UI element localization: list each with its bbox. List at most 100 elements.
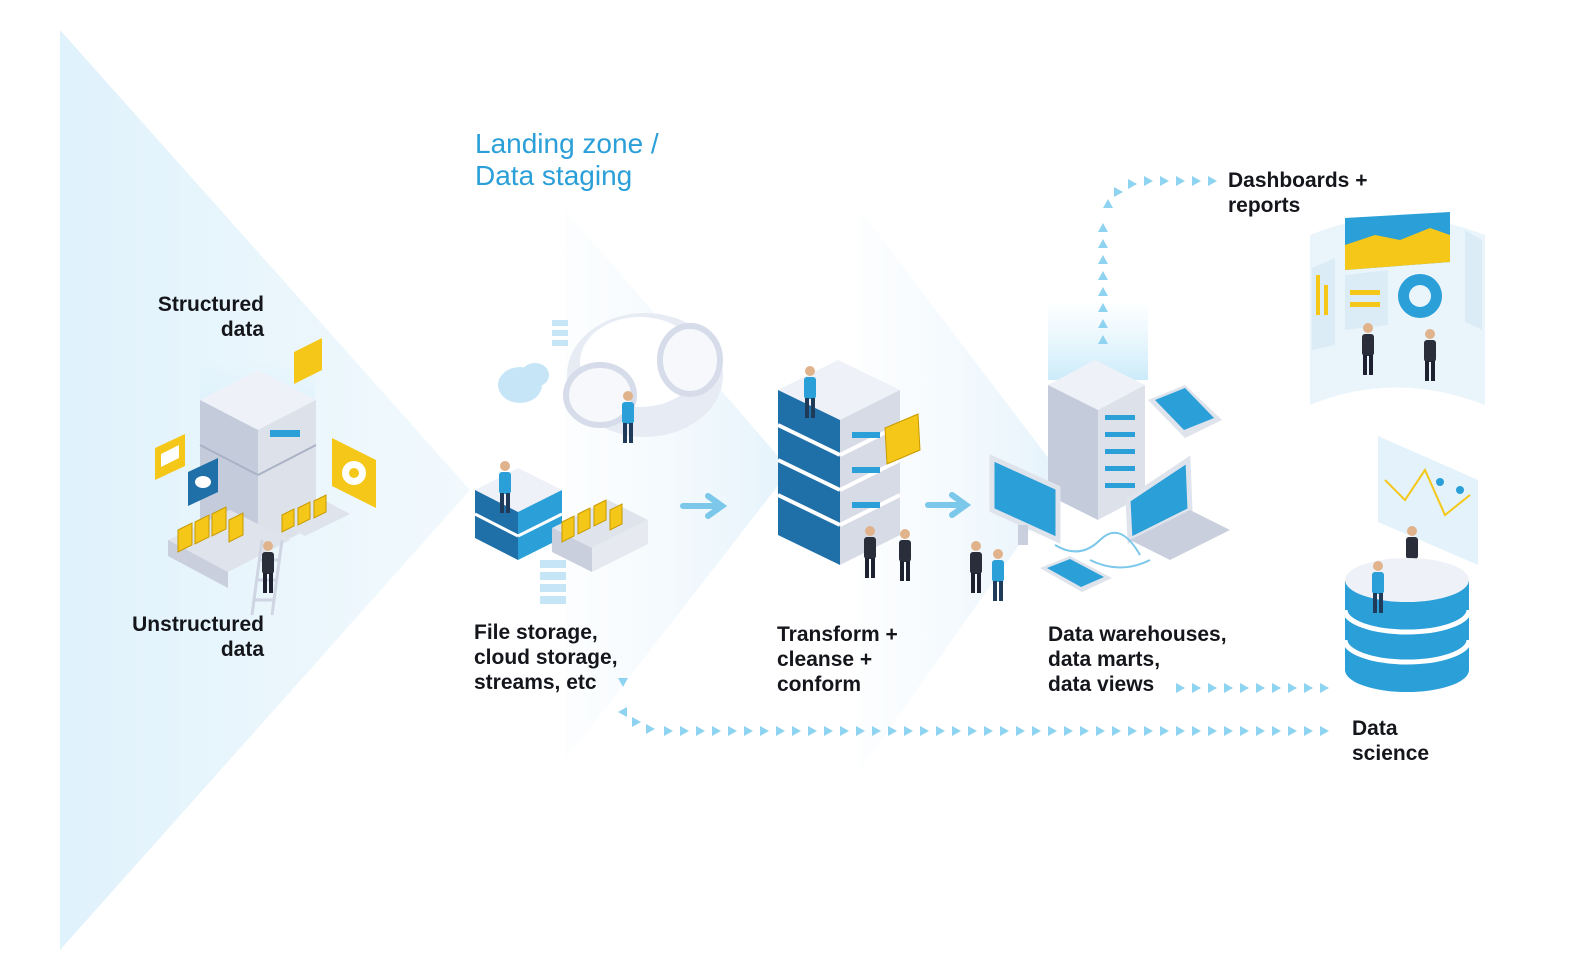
flow-arrow-dot (1208, 726, 1217, 736)
flow-arrow-dot (1016, 726, 1025, 736)
folder-icon (884, 413, 921, 465)
stream-stack-icon (540, 320, 568, 604)
flow-arrow-dot (856, 726, 865, 736)
flow-arrow-dot (1098, 255, 1108, 264)
flow-arrow-dot (1256, 726, 1265, 736)
heading-line-1: Landing zone / (475, 128, 659, 159)
transform-funnel (860, 210, 1065, 770)
warehouse-line-3: data views (1048, 673, 1155, 696)
heading-line-2: Data staging (475, 160, 633, 191)
folder-tray-icon (552, 499, 648, 572)
flow-arrow-dot (1160, 726, 1169, 736)
flow-arrow-dot (1272, 683, 1281, 693)
dashboards-line-1: Dashboards + (1228, 169, 1368, 192)
flow-arrow-dot (936, 726, 945, 736)
flow-arrow-dot (1240, 683, 1249, 693)
flow-arrow-dot (1098, 239, 1108, 248)
file-storage-label: File storage, cloud storage, streams, et… (474, 620, 618, 695)
staging-heading: Landing zone / Data staging (475, 128, 659, 192)
flow-arrow-dot (618, 678, 628, 687)
flow-arrow-dot (664, 726, 673, 736)
flow-arrow-dot (872, 726, 881, 736)
flow-arrow-dot (1176, 726, 1185, 736)
flow-arrow-dot (1098, 223, 1108, 232)
gear-icon (332, 438, 376, 508)
flow-arrow-dot (1098, 319, 1108, 328)
flow-arrow-dot (952, 726, 961, 736)
flow-arrow-dot (728, 726, 737, 736)
warehouse-label: Data warehouses, data marts, data views (1048, 622, 1227, 697)
flow-arrow-dot (1103, 199, 1113, 208)
flow-arrow-dot (632, 717, 641, 727)
flow-arrow-dot (1240, 726, 1249, 736)
monitor-icon (989, 454, 1061, 545)
flow-arrow-dot (760, 726, 769, 736)
transform-server-icon (777, 360, 901, 565)
flow-arrow-dot (696, 726, 705, 736)
flow-arrow-dot (1176, 176, 1185, 186)
flow-arrow-dot (1272, 726, 1281, 736)
flow-arrow-dot (1224, 683, 1233, 693)
flow-arrow-dot (1288, 683, 1297, 693)
flow-arrow-dot (1256, 683, 1265, 693)
transform-line-2: cleanse + (777, 648, 873, 671)
transform-line-1: Transform + (777, 623, 898, 646)
flow-arrow-dot (1304, 726, 1313, 736)
structured-line-1: Structured (157, 293, 264, 316)
flow-arrow-dot (968, 726, 977, 736)
flow-arrow-dot (1320, 683, 1329, 693)
flow-arrow-dot (1098, 271, 1108, 280)
transform-line-3: conform (777, 673, 861, 696)
flow-arrow-dot (1098, 287, 1108, 296)
chat-icon (188, 458, 218, 506)
file-drawer-right-icon (275, 494, 350, 536)
flow-arrow-dot (1112, 726, 1121, 736)
phone-icon (1040, 556, 1112, 592)
flow-arrow-dot (1114, 187, 1123, 197)
flow-arrow-dot (984, 726, 993, 736)
email-icon (155, 434, 185, 480)
flow-arrow-dot (1080, 726, 1089, 736)
flow-arrow-dot (888, 726, 897, 736)
flow-arrow-dot (1064, 726, 1073, 736)
flow-arrow-dot (1096, 726, 1105, 736)
arrow-right-icon (925, 492, 972, 518)
flow-arrow-dot (792, 726, 801, 736)
flow-arrow-dot (1098, 303, 1108, 312)
flow-arrow-dot (1128, 726, 1137, 736)
data-science-line-1: Data (1352, 717, 1398, 740)
flow-arrow-dot (1224, 726, 1233, 736)
flow-arrow-dot (712, 726, 721, 736)
flow-arrow-dot (1144, 176, 1153, 186)
unstructured-data-label: Unstructured data (90, 612, 264, 662)
flow-arrow-dot (1160, 176, 1169, 186)
flow-arrow-dot (1098, 335, 1108, 344)
laptop-icon (1125, 455, 1230, 560)
flow-arrow-dot (1192, 683, 1201, 693)
dashboards-line-2: reports (1228, 194, 1301, 217)
flow-arrow-dot (1048, 726, 1057, 736)
flow-arrows (618, 176, 1329, 736)
flow-arrow-dot (1128, 179, 1137, 189)
flow-arrow-dot (776, 726, 785, 736)
document-icon (294, 198, 322, 384)
flow-arrow-dot (1176, 683, 1185, 693)
flow-arrow-dot (1208, 683, 1217, 693)
dashboards-label: Dashboards + reports (1228, 168, 1367, 218)
database-icon (1342, 558, 1472, 692)
flow-arrow-dot (1304, 683, 1313, 693)
structured-line-2: data (220, 318, 264, 341)
unstructured-line-1: Unstructured (132, 613, 264, 636)
dashboard-screen-icon (1310, 212, 1485, 405)
transform-label: Transform + cleanse + conform (777, 622, 898, 697)
flow-arrow-dot (1320, 726, 1329, 736)
data-science-label: Data science (1352, 716, 1429, 766)
flow-arrow-dot (1208, 176, 1217, 186)
small-cloud-icon (498, 363, 549, 403)
flow-arrow-dot (680, 726, 689, 736)
file-storage-line-2: cloud storage, (474, 646, 618, 669)
flow-arrow-dot (1192, 726, 1201, 736)
flow-arrow-dot (840, 726, 849, 736)
flow-arrow-dot (1288, 726, 1297, 736)
